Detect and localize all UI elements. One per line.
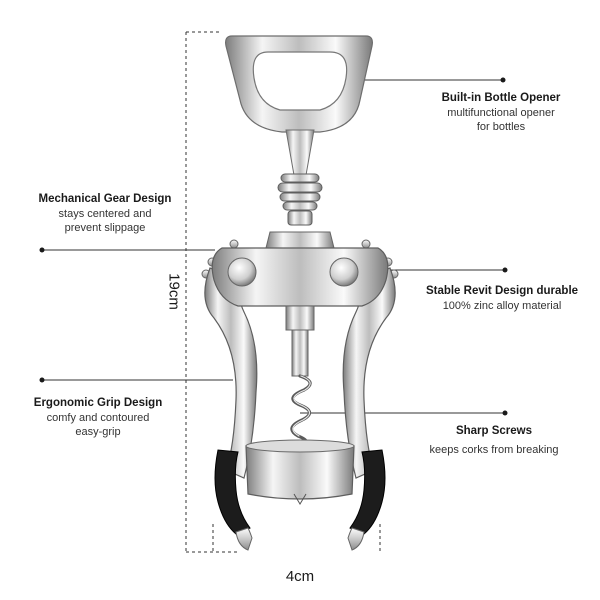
callout-desc: multifunctional opener	[447, 107, 555, 119]
left-wing-arm	[204, 267, 258, 479]
top-collar	[265, 231, 335, 249]
height-dimension-line	[185, 31, 240, 553]
callout-dots	[39, 77, 508, 416]
right-rivet	[329, 257, 359, 287]
callout-bottle-opener: Built-in Bottle Opener multifunctional o…	[426, 91, 576, 134]
callout-title: Mechanical Gear Design	[38, 193, 172, 205]
callout-title: Built-in Bottle Opener	[441, 92, 561, 104]
callout-desc: stays centered and	[58, 208, 152, 220]
gear-rings	[277, 173, 323, 226]
left-rivet	[227, 257, 257, 287]
callout-desc: comfy and contoured	[46, 412, 150, 424]
callout-screws: Sharp Screws keeps corks from breaking	[416, 424, 572, 457]
screw-stem	[291, 329, 309, 377]
right-wing-arm	[342, 267, 396, 479]
left-grip	[214, 449, 251, 535]
spiral-screw-highlight	[292, 375, 311, 437]
callout-grip: Ergonomic Grip Design comfy and contoure…	[20, 396, 176, 439]
width-dimension-label: 4cm	[285, 568, 315, 585]
callout-title: Ergonomic Grip Design	[33, 397, 163, 409]
callout-desc: prevent slippage	[64, 222, 146, 234]
callout-title: Stable Revit Design durable	[425, 285, 579, 297]
callout-desc: 100% zinc alloy material	[442, 300, 562, 312]
spiral-screw	[290, 374, 312, 450]
right-grip-tip	[347, 527, 365, 551]
callout-desc: keeps corks from breaking	[429, 444, 559, 456]
base-bell-top	[245, 439, 355, 453]
bottle-opener-hole	[252, 51, 348, 111]
opener-neck	[285, 129, 315, 176]
central-shaft	[285, 305, 315, 331]
height-dimension-label: 19cm	[165, 273, 183, 310]
callout-revit: Stable Revit Design durable 100% zinc al…	[412, 284, 592, 313]
callout-gear: Mechanical Gear Design stays centered an…	[20, 192, 190, 235]
left-grip-tip	[235, 527, 253, 551]
right-grip	[349, 449, 386, 535]
callout-title: Sharp Screws	[455, 425, 533, 437]
callout-desc: easy-grip	[75, 426, 121, 438]
width-dimension-line	[212, 524, 381, 552]
callout-desc: for bottles	[476, 121, 526, 133]
base-bell	[245, 445, 355, 500]
base-notch	[293, 493, 307, 505]
